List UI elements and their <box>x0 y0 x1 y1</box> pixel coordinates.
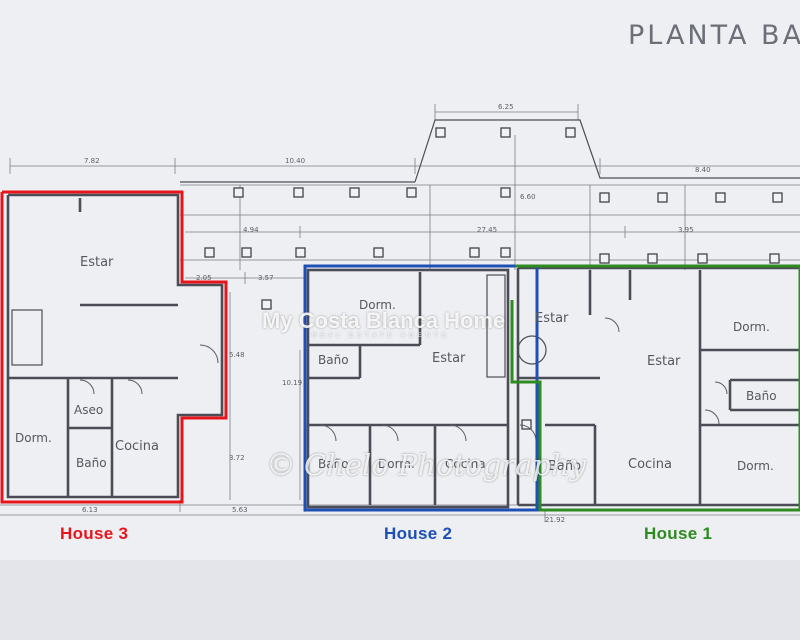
room-h1-cocina: Cocina <box>628 457 672 472</box>
house-1-outline <box>510 264 800 512</box>
room-h1-estar-small: Estar <box>535 311 569 326</box>
brand-watermark: My Costa Blanca Home <box>262 308 506 333</box>
pillars <box>204 127 783 430</box>
dim-3-72: 3.72 <box>229 454 245 462</box>
house-1-label: House 1 <box>644 524 713 543</box>
photo-watermark: Chelo Photography <box>304 448 587 482</box>
room-h1-dorm1: Dorm. <box>733 320 770 334</box>
room-h1-dorm2: Dorm. <box>737 459 774 473</box>
room-h2-bano: Baño <box>318 353 349 367</box>
house-3-outline <box>0 190 228 504</box>
dim-6-60: 6.60 <box>520 193 536 201</box>
room-h2-dorm: Dorm. <box>359 298 396 312</box>
dim-4-94: 4.94 <box>243 226 259 234</box>
room-h3-bano: Baño <box>76 456 107 470</box>
dim-7-82: 7.82 <box>84 157 100 165</box>
brand-watermark-sub: REAL ESTATE AGENTS <box>312 333 450 339</box>
house-3-label: House 3 <box>60 524 129 543</box>
dim-3-57: 3.57 <box>258 274 274 282</box>
dim-6-25: 6.25 <box>498 103 514 111</box>
plan-title: PLANTA BA <box>628 20 800 51</box>
house-2-outline <box>303 264 539 512</box>
room-labels: Estar Aseo Dorm. Baño Cocina Dorm. Baño … <box>15 255 777 474</box>
room-h3-cocina: Cocina <box>115 439 159 454</box>
room-h3-aseo: Aseo <box>74 403 103 417</box>
door-swings <box>79 317 728 442</box>
dim-27-45: 27.45 <box>477 226 497 234</box>
dim-5-63: 5.63 <box>232 506 248 514</box>
room-h2-estar: Estar <box>432 351 466 366</box>
room-h1-bano2: Baño <box>548 459 581 474</box>
copyright-icon: © <box>266 448 296 483</box>
room-h2-bano2: Baño <box>318 457 349 471</box>
house-2-label: House 2 <box>384 524 453 543</box>
terrace-outline <box>180 119 800 183</box>
room-h1-bano1: Baño <box>746 389 777 403</box>
walls <box>6 193 800 509</box>
dim-21-92: 21.92 <box>545 516 565 524</box>
dim-5-48: 5.48 <box>229 351 245 359</box>
room-h3-estar: Estar <box>80 255 114 270</box>
dimension-labels: 6.25 7.82 10.40 8.40 6.60 4.94 27.45 3.9… <box>82 103 711 524</box>
dim-6-13: 6.13 <box>82 506 98 514</box>
dim-2-05: 2.05 <box>196 274 212 282</box>
house-outlines <box>0 190 800 512</box>
dim-3-95: 3.95 <box>678 226 694 234</box>
dim-10-40: 10.40 <box>285 157 305 165</box>
room-h1-estar: Estar <box>647 354 681 369</box>
dim-8-40: 8.40 <box>695 166 711 174</box>
room-h2-cocina: Cocina <box>445 457 486 471</box>
dim-10-19: 10.19 <box>282 379 302 387</box>
room-h2-dorm2: Dorm. <box>378 457 415 471</box>
room-h3-dorm: Dorm. <box>15 431 52 445</box>
